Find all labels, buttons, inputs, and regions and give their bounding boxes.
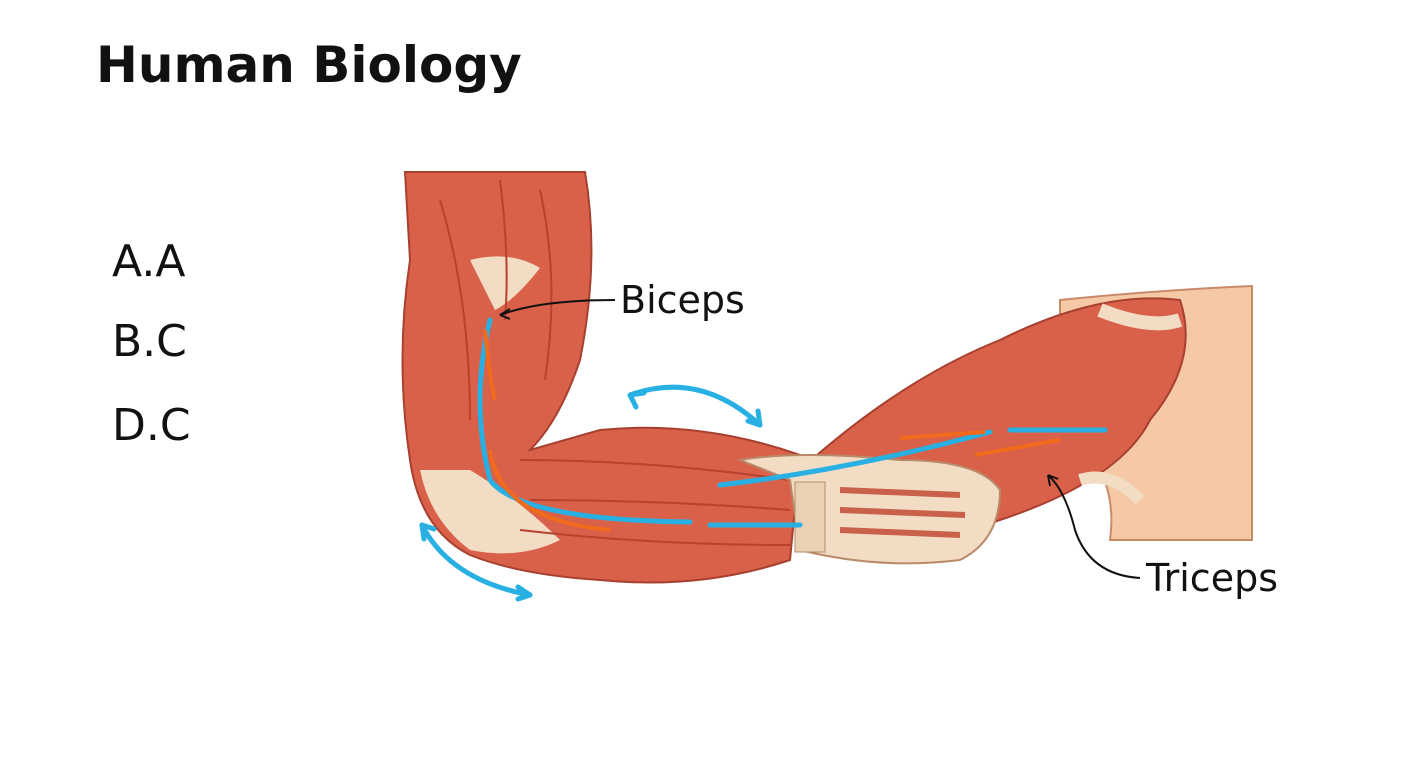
triceps-label: Triceps (1146, 556, 1278, 600)
triceps-pointer (1047, 474, 1141, 579)
motion-arrow-top (627, 384, 763, 428)
option-d: D.C (112, 400, 191, 451)
option-b: B.C (112, 316, 187, 367)
tendon-path-orange (483, 329, 1061, 532)
page-title: Human Biology (96, 36, 522, 94)
biceps-label: Biceps (620, 278, 745, 322)
option-a: A.A (112, 236, 186, 287)
elbow-tendon (420, 470, 560, 554)
motion-arrow-bottom (419, 522, 533, 598)
biceps-pointer (499, 299, 616, 316)
tendon-path-blue (477, 317, 1108, 528)
